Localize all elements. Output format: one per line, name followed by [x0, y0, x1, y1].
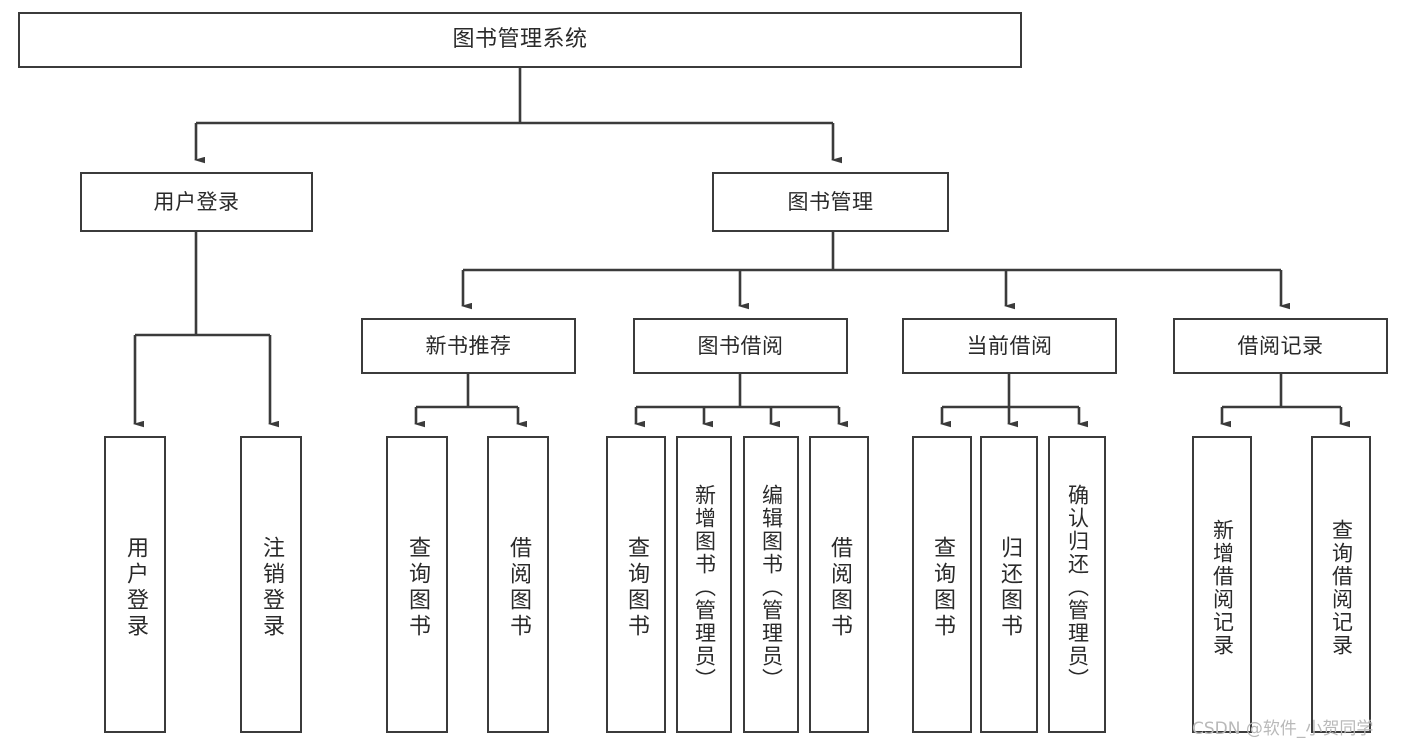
leaf-current-borrow-return-book[interactable]: 归还图书 [980, 436, 1038, 733]
leaf-borrow-record-query-record[interactable]: 查询借阅记录 [1311, 436, 1371, 733]
node-user-login[interactable]: 用户登录 [80, 172, 313, 232]
leaf-book-borrow-borrow-book[interactable]: 借阅图书 [809, 436, 869, 733]
node-label: 用户登录 [153, 189, 240, 214]
node-current-borrow[interactable]: 当前借阅 [902, 318, 1117, 374]
node-label: 借阅图书 [506, 535, 531, 640]
node-label: 编辑图书（管理员） [759, 484, 784, 691]
leaf-borrow-record-add-record[interactable]: 新增借阅记录 [1192, 436, 1252, 733]
leaf-user-login-login[interactable]: 用户登录 [104, 436, 166, 733]
leaf-new-book-borrow-book[interactable]: 借阅图书 [487, 436, 549, 733]
leaf-current-borrow-confirm-return-admin[interactable]: 确认归还（管理员） [1048, 436, 1106, 733]
node-label: 新书推荐 [425, 333, 512, 358]
node-borrow-record[interactable]: 借阅记录 [1173, 318, 1388, 374]
node-label: 借阅图书 [827, 535, 852, 640]
node-book-borrow[interactable]: 图书借阅 [633, 318, 848, 374]
node-label: 查询图书 [624, 535, 649, 640]
node-label: 注销登录 [259, 535, 284, 640]
node-label: 确认归还（管理员） [1065, 484, 1090, 691]
leaf-book-borrow-edit-book-admin[interactable]: 编辑图书（管理员） [743, 436, 799, 733]
node-label: 归还图书 [997, 535, 1022, 640]
node-label: 查询图书 [405, 535, 430, 640]
node-label: 查询借阅记录 [1329, 518, 1354, 657]
leaf-book-borrow-add-book-admin[interactable]: 新增图书（管理员） [676, 436, 732, 733]
csdn-watermark: CSDN @软件_小贺同学 [1192, 719, 1374, 739]
node-label: 查询图书 [930, 535, 955, 640]
node-root-book-management-system[interactable]: 图书管理系统 [18, 12, 1022, 68]
node-label: 新增借阅记录 [1210, 518, 1235, 657]
node-book-management[interactable]: 图书管理 [712, 172, 949, 232]
leaf-book-borrow-query-book[interactable]: 查询图书 [606, 436, 666, 733]
leaf-new-book-query-book[interactable]: 查询图书 [386, 436, 448, 733]
leaf-current-borrow-query-book[interactable]: 查询图书 [912, 436, 972, 733]
node-new-book-recommend[interactable]: 新书推荐 [361, 318, 576, 374]
leaf-user-login-logout[interactable]: 注销登录 [240, 436, 302, 733]
node-label: 图书管理 [787, 189, 874, 214]
node-label: 当前借阅 [966, 333, 1053, 358]
node-label: 图书借阅 [697, 333, 784, 358]
node-label: 借阅记录 [1237, 333, 1324, 358]
node-label: 新增图书（管理员） [692, 484, 717, 691]
node-label: 用户登录 [123, 535, 148, 640]
node-label: 图书管理系统 [452, 27, 588, 53]
